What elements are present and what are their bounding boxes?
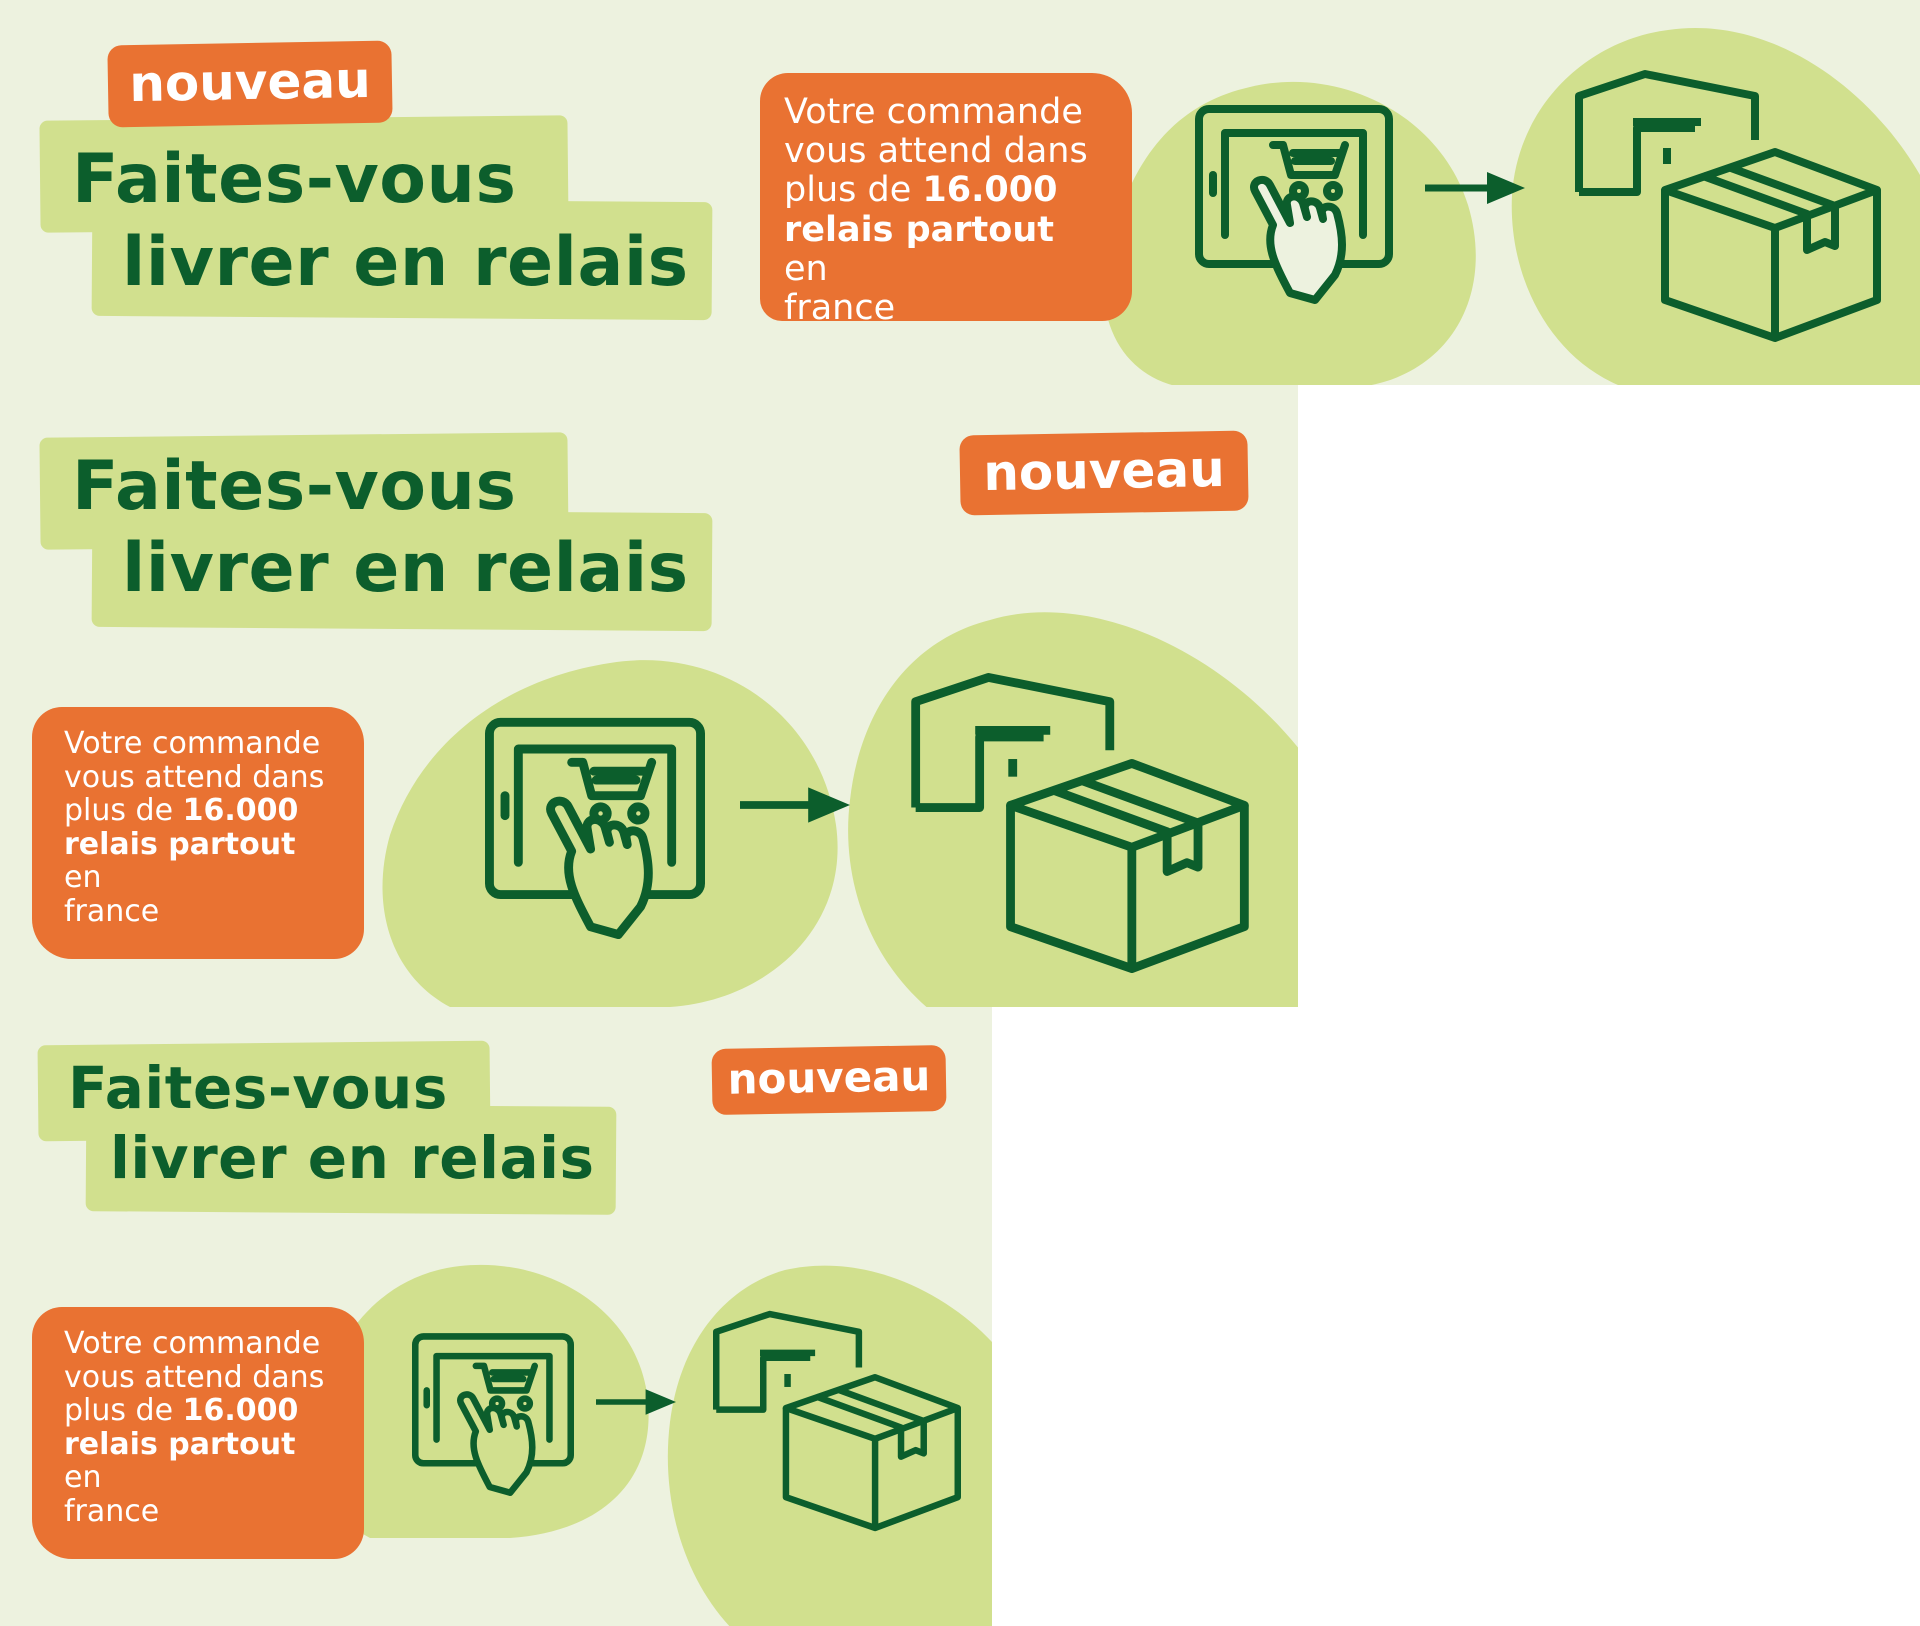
relay-point-parcel-icon (1575, 70, 1881, 342)
info-text-line: Votre commande (784, 92, 1083, 132)
new-badge: nouveau (711, 1044, 947, 1116)
info-bubble: Votre commande vous attend dans plus de … (760, 73, 1132, 328)
step-2-blob (848, 612, 1298, 1007)
info-text-bold: relais partout (64, 1426, 296, 1462)
info-text-bold: relais partout (64, 826, 296, 862)
info-text-line: en (64, 1460, 102, 1496)
arrow-right-icon (1425, 172, 1525, 204)
info-text-line: france (64, 893, 160, 929)
arrow-right-icon (596, 1389, 676, 1415)
banner-medium: nouveau Faites-vous livrer en relais Vot… (0, 385, 1298, 1007)
relay-point-parcel-icon (911, 673, 1249, 973)
tablet-cart-tap-icon (1195, 105, 1393, 304)
info-text-line: en (64, 860, 102, 896)
info-text-line: vous attend dans (64, 1359, 325, 1395)
info-text-line: en (784, 248, 828, 289)
new-badge: nouveau (959, 430, 1249, 516)
relay-count: 16.000 (182, 1393, 299, 1429)
info-text-bold: relais partout (784, 209, 1054, 250)
headline-line-2: livrer en relais (122, 529, 689, 608)
banner-wide: nouveau Faites-vous livrer en relais Vot… (0, 0, 1920, 385)
info-bubble: Votre commande vous attend dans plus de … (32, 1307, 364, 1559)
info-text-line: france (64, 1493, 160, 1529)
arrow-right-icon (740, 787, 850, 823)
step-2-blob (667, 1265, 992, 1626)
tablet-cart-tap-icon (485, 717, 705, 940)
info-text-line: plus de (64, 793, 183, 829)
relay-count: 16.000 (922, 170, 1058, 211)
info-text-line: plus de (64, 1393, 183, 1429)
info-text-line: vous attend dans (784, 131, 1088, 172)
info-text-line: Votre commande (64, 726, 321, 761)
tablet-cart-tap-icon (412, 1333, 574, 1496)
headline-line-1: Faites-vous (68, 1054, 448, 1122)
relay-point-parcel-icon (713, 1310, 962, 1532)
headline-line-1: Faites-vous (72, 140, 517, 219)
headline-line-2: livrer en relais (122, 223, 689, 302)
info-text-line: Votre commande (64, 1326, 321, 1361)
banner-small: nouveau Faites-vous livrer en relais Vot… (0, 1007, 992, 1626)
headline-line-2: livrer en relais (110, 1124, 595, 1192)
headline-line-1: Faites-vous (72, 447, 517, 526)
info-bubble: Votre commande vous attend dans plus de … (32, 707, 364, 959)
step-1-blob (312, 1264, 649, 1538)
new-badge: nouveau (107, 40, 393, 128)
info-text-line: plus de (784, 170, 923, 211)
info-text-line: france (784, 287, 896, 328)
relay-count: 16.000 (182, 793, 299, 829)
info-text-line: vous attend dans (64, 759, 325, 795)
